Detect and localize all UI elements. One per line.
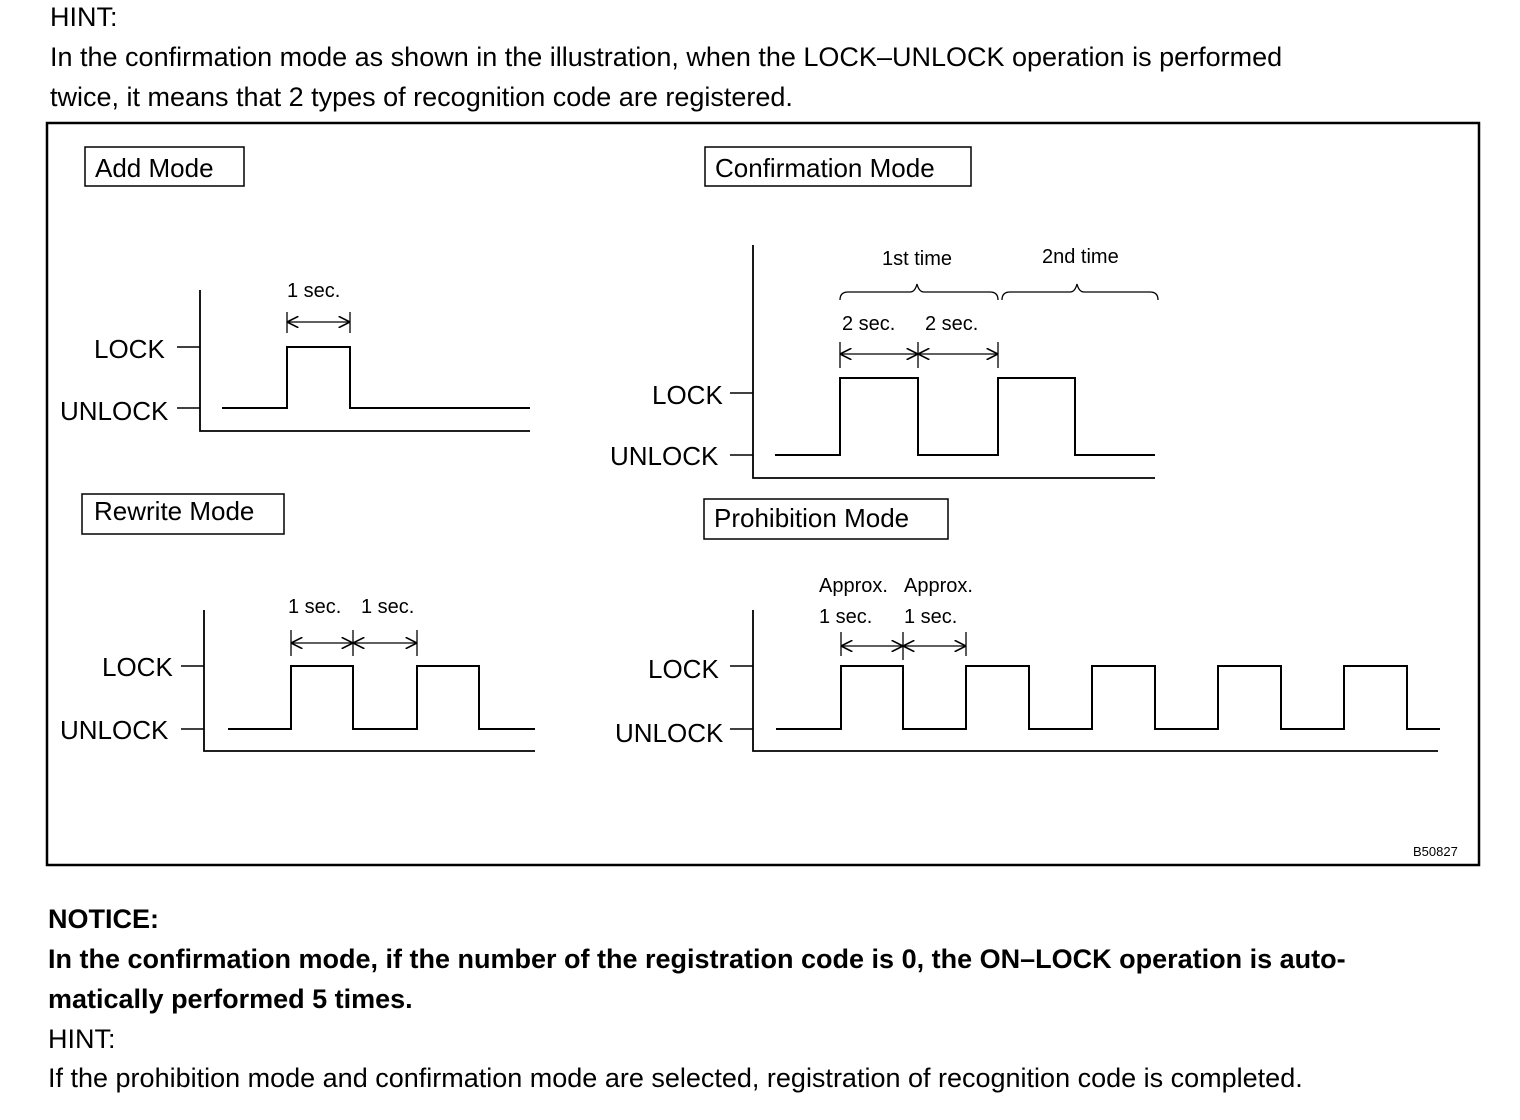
rewrite-mode-diagram: Rewrite Mode LOCK UNLOCK 1 sec. 1 sec. (60, 493, 535, 752)
confirmation-mode-lock-label: LOCK (652, 380, 723, 410)
confirmation-mode-brace-1 (839, 283, 999, 301)
confirmation-mode-diagram: Confirmation Mode LOCK UNLOCK 2 sec. 2 s… (610, 146, 1159, 479)
confirmation-mode-unlock-label: UNLOCK (610, 441, 719, 471)
prohibition-mode-unlock-label: UNLOCK (615, 718, 724, 748)
prohibition-mode-diagram: Prohibition Mode LOCK UNLOCK Approx. App… (615, 498, 1440, 752)
hint-text-line-2: twice, it means that 2 types of recognit… (50, 82, 793, 112)
figure-frame (45, 121, 1481, 867)
add-mode-waveform (222, 346, 530, 409)
prohibition-mode-title-box (703, 498, 949, 540)
confirmation-mode-group-1: 1st time (882, 248, 952, 270)
hint-text-line-1: In the confirmation mode as shown in the… (50, 42, 1283, 72)
prohibition-mode-approx-2: Approx. (904, 575, 973, 597)
rewrite-mode-title-box (81, 493, 285, 535)
rewrite-mode-interval-2: 1 sec. (361, 596, 414, 618)
rewrite-mode-interval-1: 1 sec. (288, 596, 341, 618)
add-mode-axis (199, 290, 530, 432)
prohibition-mode-approx-1: Approx. (819, 575, 888, 597)
add-mode-unlock-label: UNLOCK (60, 396, 169, 426)
confirmation-mode-interval-2: 2 sec. (925, 313, 978, 335)
prohibition-mode-interval-2: 1 sec. (904, 606, 957, 628)
add-mode-title-box (84, 146, 245, 187)
rewrite-mode-lock-label: LOCK (102, 652, 173, 682)
rewrite-mode-title: Rewrite Mode (94, 496, 254, 526)
notice-text-line-1: In the confirmation mode, if the number … (48, 944, 1346, 974)
add-mode-lock-label: LOCK (94, 334, 165, 364)
prohibition-mode-axis (752, 610, 1438, 752)
confirmation-mode-title-box (704, 146, 972, 187)
confirmation-mode-axis (752, 245, 1155, 479)
confirmation-mode-brace-2 (1001, 283, 1159, 301)
hint-heading: HINT: (50, 2, 118, 32)
rewrite-mode-axis (203, 610, 535, 752)
notice-text-line-2: matically performed 5 times. (48, 984, 413, 1014)
prohibition-mode-interval-1: 1 sec. (819, 606, 872, 628)
prohibition-mode-waveform (776, 665, 1440, 730)
figure-code: B50827 (1413, 844, 1458, 859)
confirmation-mode-title: Confirmation Mode (715, 153, 935, 183)
rewrite-mode-waveform (228, 665, 535, 730)
hint2-text: If the prohibition mode and confirmation… (48, 1063, 1303, 1093)
hint2-heading: HINT: (48, 1024, 116, 1054)
confirmation-mode-interval-1: 2 sec. (842, 313, 895, 335)
timing-diagram-figure: Add Mode LOCK UNLOCK 1 sec. Confirmation… (45, 121, 1481, 867)
confirmation-mode-waveform (775, 377, 1155, 456)
add-mode-diagram: Add Mode LOCK UNLOCK 1 sec. (60, 146, 530, 432)
add-mode-interval-label: 1 sec. (287, 280, 340, 302)
confirmation-mode-group-2: 2nd time (1042, 246, 1119, 268)
add-mode-title: Add Mode (95, 153, 214, 183)
rewrite-mode-unlock-label: UNLOCK (60, 715, 169, 745)
notice-heading: NOTICE: (48, 904, 159, 934)
prohibition-mode-title: Prohibition Mode (714, 503, 909, 533)
prohibition-mode-lock-label: LOCK (648, 654, 719, 684)
